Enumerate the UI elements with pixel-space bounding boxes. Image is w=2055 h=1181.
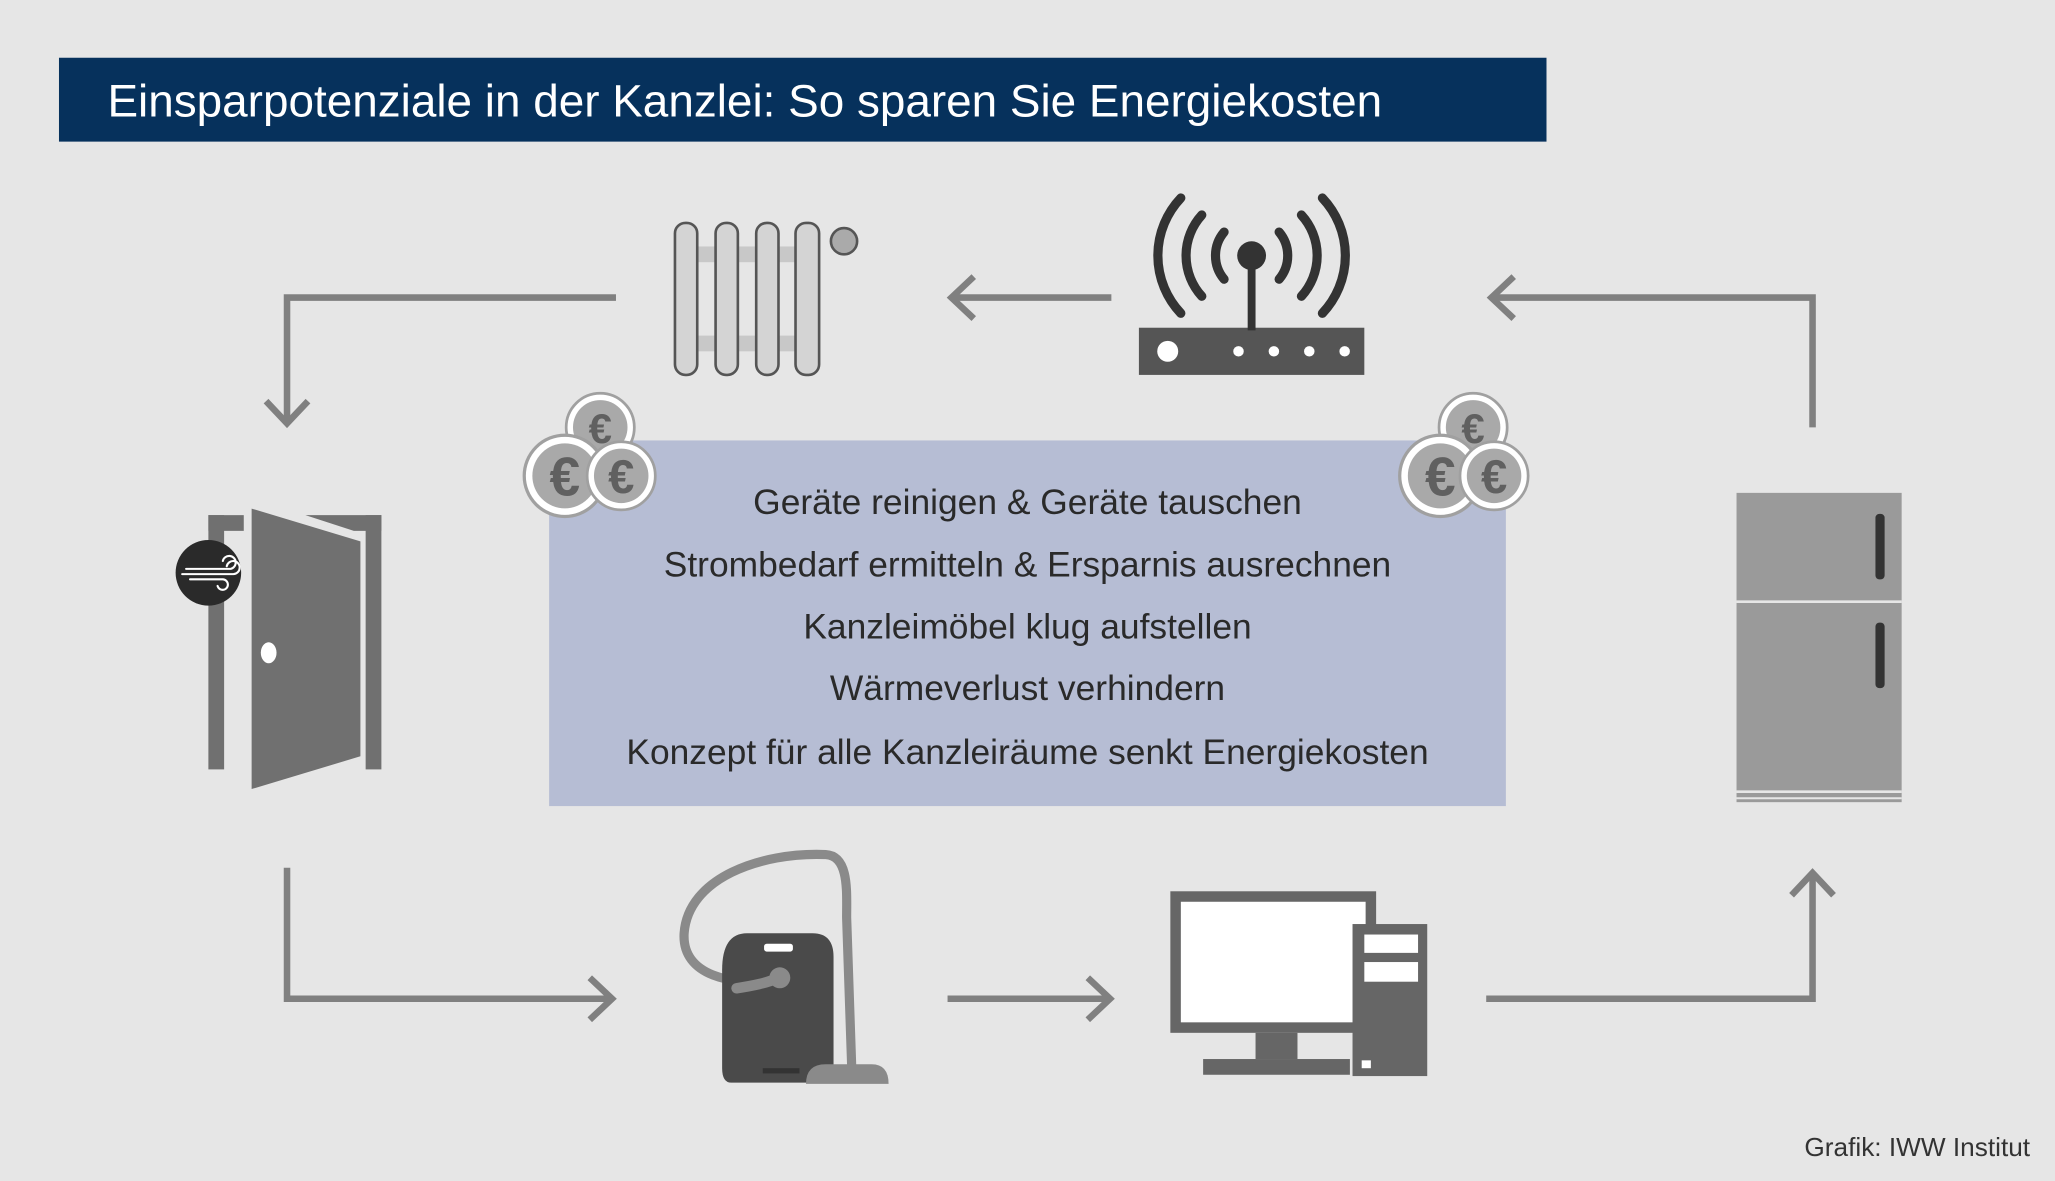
- tip-1: Geräte reinigen & Geräte tauschen: [753, 483, 1302, 522]
- euro-coins-icon-left: € € €: [524, 393, 655, 516]
- arrow-fridge-to-router: [1492, 294, 1816, 428]
- arrow-radiator-to-door: [283, 294, 616, 423]
- svg-text:€: €: [589, 405, 612, 452]
- svg-text:€: €: [608, 450, 634, 503]
- tip-3: Kanzleimöbel klug aufstellen: [803, 607, 1251, 646]
- cycle-arrows: [263, 274, 1836, 1023]
- fridge-icon: [1736, 492, 1902, 803]
- wifi-router-icon: [1138, 193, 1365, 375]
- open-door-icon: [175, 508, 382, 790]
- center-box: [549, 440, 1506, 807]
- desktop-computer-icon: [1170, 891, 1428, 1077]
- svg-text:€: €: [1461, 405, 1484, 452]
- vacuum-cleaner-icon: [679, 849, 889, 1084]
- euro-coins-icon-right: € € €: [1400, 393, 1528, 516]
- credit-text: Grafik: IWW Institut: [1804, 1132, 2030, 1162]
- arrow-computer-to-fridge: [1486, 874, 1816, 1003]
- svg-text:€: €: [550, 445, 581, 507]
- arrow-door-to-vacuum: [283, 867, 611, 1003]
- draft-wind-icon: [175, 540, 242, 606]
- svg-text:€: €: [1481, 450, 1507, 503]
- title-bar: [58, 57, 1547, 142]
- tip-4: Wärmeverlust verhindern: [830, 669, 1225, 708]
- radiator-icon: [673, 221, 859, 377]
- page-title: Einsparpotenziale in der Kanzlei: So spa…: [107, 75, 1382, 127]
- tip-2: Strombedarf ermitteln & Ersparnis ausrec…: [664, 546, 1392, 585]
- tip-5: Konzept für alle Kanzleiräume senkt Ener…: [626, 733, 1428, 772]
- svg-text:€: €: [1425, 445, 1456, 507]
